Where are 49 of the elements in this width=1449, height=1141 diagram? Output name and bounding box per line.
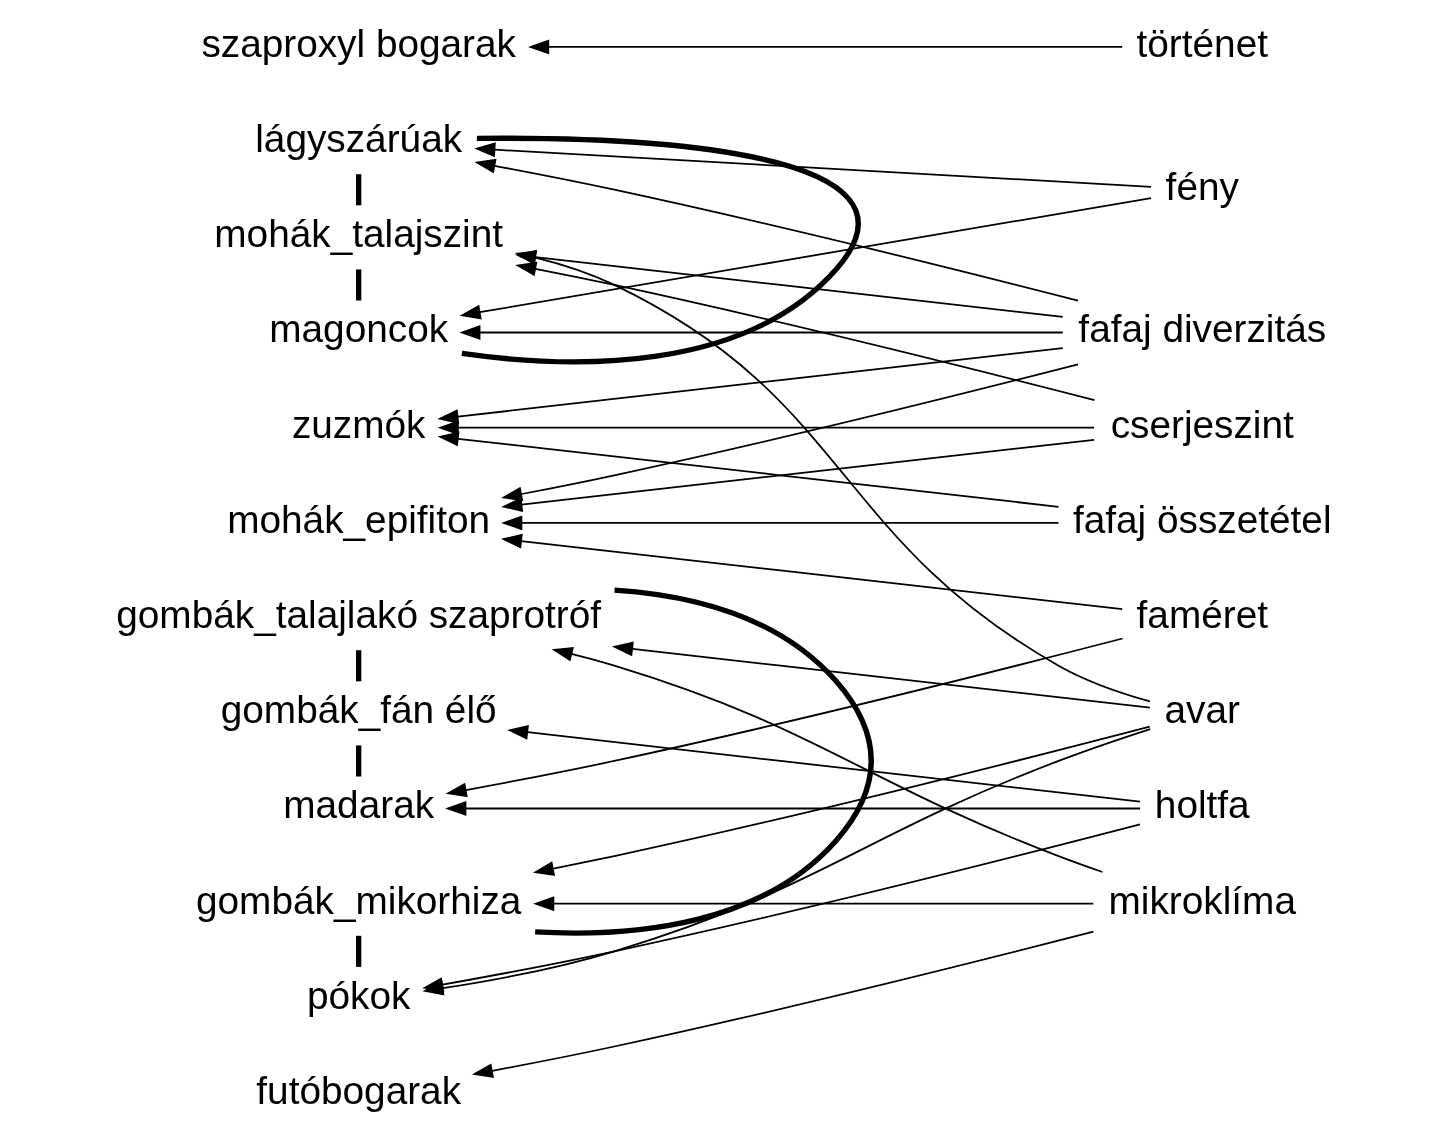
node-text: történet	[1136, 21, 1268, 65]
node-text: fény	[1165, 164, 1239, 208]
node-text: gombák_mikorhiza	[196, 878, 522, 922]
node-text: zuzmók	[291, 402, 426, 446]
node-text: gombák_fán élő	[220, 688, 497, 732]
arrow	[445, 801, 1141, 816]
arrow	[474, 158, 1079, 302]
node-text: magoncok	[269, 307, 449, 351]
arrow	[507, 724, 1141, 803]
node-text: faméret	[1136, 592, 1268, 636]
node-text: madarak	[283, 783, 435, 827]
arrow	[515, 261, 1096, 401]
node-text: mohák_epifiton	[227, 497, 491, 541]
arrow	[611, 641, 1151, 709]
arrow	[459, 197, 1152, 320]
node-text: fafaj összetétel	[1072, 497, 1332, 541]
connector	[356, 269, 362, 301]
node-text: mohák_talajszint	[214, 212, 504, 256]
node-text: szaproxyl bogarak	[201, 21, 516, 65]
node-text: pókok	[306, 973, 411, 1017]
arrow	[533, 896, 1095, 912]
arrow	[528, 39, 1124, 55]
node-text: futóbogarak	[256, 1068, 462, 1112]
arrow	[445, 637, 1124, 798]
arrow	[501, 438, 1095, 512]
node-text: avar	[1164, 688, 1240, 732]
connector	[356, 174, 362, 206]
arrow	[437, 431, 1060, 508]
arrow	[500, 533, 1124, 611]
connector	[356, 650, 362, 682]
arrow	[459, 325, 1064, 340]
node-text: lágyszárúak	[255, 116, 463, 160]
arrow	[501, 363, 1079, 502]
node-text: fafaj diverzitás	[1078, 307, 1327, 351]
arrow	[474, 142, 1152, 188]
arrow	[532, 725, 1151, 876]
connector	[535, 587, 874, 936]
arrow	[471, 930, 1095, 1078]
arrow	[422, 823, 1141, 992]
connector	[356, 745, 362, 777]
connector	[356, 935, 362, 967]
node-text: cserjeszint	[1110, 402, 1294, 446]
connector	[461, 135, 860, 365]
node-text: gombák_talajlakó szaprotróf	[116, 592, 602, 636]
node-text: holtfa	[1154, 783, 1250, 827]
node-text: mikroklíma	[1108, 878, 1296, 922]
arrow	[437, 347, 1064, 424]
arrow	[551, 646, 1104, 873]
arrow	[501, 515, 1060, 531]
